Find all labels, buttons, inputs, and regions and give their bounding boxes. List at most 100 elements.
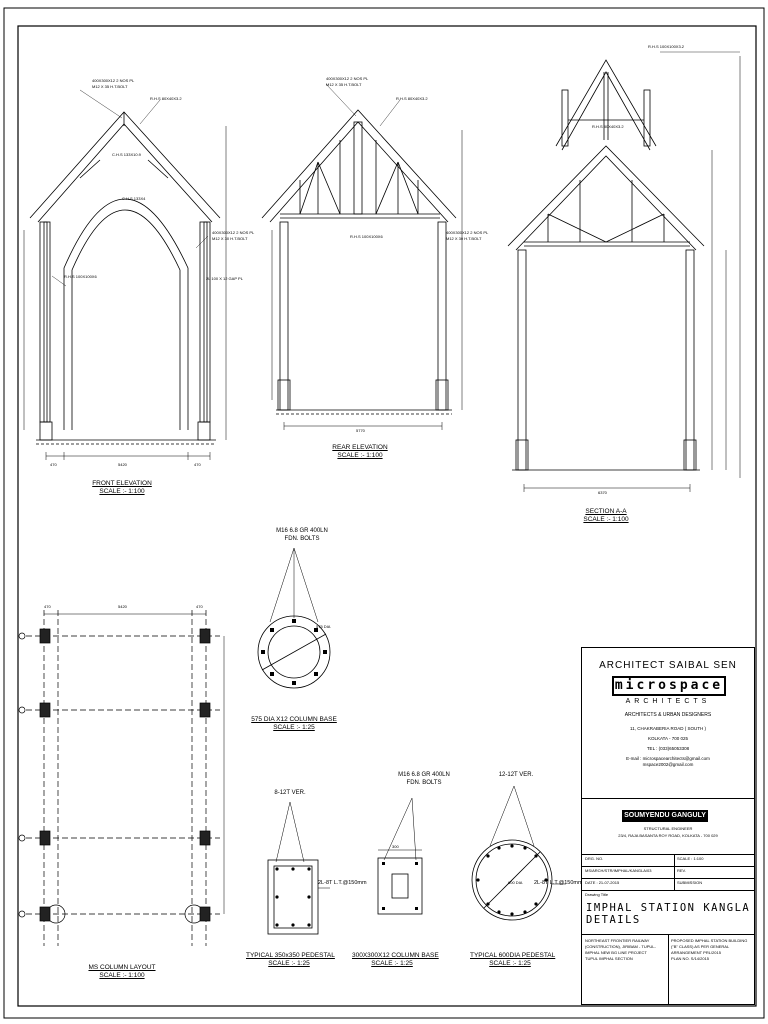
col-base-575-note-2: FDN. BOLTS	[284, 536, 320, 542]
rear-note-bolt: M12 X 35 H.T.BOLT	[326, 82, 362, 87]
layout-dim-1: 470	[44, 604, 51, 609]
drg-no-value: MS/ARCH/STR/IMPHAL/KANGLA/03	[585, 868, 652, 873]
col-base-575-scale: SCALE :- 1:25	[273, 724, 315, 731]
pedestal-600-side-note: 2L-8T L.T.@150mm	[534, 880, 583, 886]
col-base-300-caption: 300X300X12 COLUMN BASE SCALE :- 1:25	[352, 952, 439, 968]
front-note-rhs: R.H.S 80X40X3.2	[150, 96, 182, 101]
firm-address-2: KOLKATA - 700 025	[647, 736, 689, 741]
section-aa-scale: SCALE :- 1:100	[583, 516, 629, 523]
engineer-address: 23/4, RAJA BASANTA ROY ROAD, KOLKATA - 7…	[618, 833, 718, 838]
title-block: ARCHITECT SAIBAL SEN microspace ARCHITEC…	[581, 647, 755, 1005]
drg-submission: SUBMISSION	[677, 880, 703, 885]
pedestal-600-caption: TYPICAL 600DIA PEDESTAL SCALE :- 1:25	[470, 952, 556, 968]
architect-name: ARCHITECT SAIBAL SEN	[599, 660, 737, 671]
rear-note-plate: 400X300X12 2 NOS PL	[326, 76, 369, 81]
engineer-role: STRUCTURAL ENGINEER	[643, 826, 693, 831]
firm-sub: ARCHITECTS	[625, 698, 711, 705]
front-note-chs-2: C.H.S 133X4	[122, 196, 146, 201]
col-base-575-caption: 575 DIA X12 COLUMN BASE SCALE :- 1:25	[246, 716, 342, 732]
rear-note-rhs: R.H.S 80X40X3.2	[396, 96, 428, 101]
outer-border	[3, 7, 765, 1019]
client-line-2: (CONSTRUCTION), JIRIBAM - TUPUL-	[585, 944, 656, 949]
front-note-rhs-2: R.H.S 100X100X6	[64, 274, 97, 279]
rear-dim-width: 5770	[356, 428, 365, 433]
engineer-name: SOUMYENDU GANGULY	[622, 810, 708, 822]
rear-note-rhs-2: R.H.S 100X100X6	[350, 234, 383, 239]
firm-address-1: 11, CHAKRABERIA ROAD ( SOUTH )	[630, 726, 706, 731]
layout-dim-3: 470	[196, 604, 203, 609]
front-note-chs-1: C.H.S 133X10.9	[112, 152, 141, 157]
front-elevation-scale: SCALE :- 1:100	[99, 488, 145, 495]
section-note-rhs-2: R.H.S 80X40X3.2	[592, 124, 624, 129]
project-line-1: PROPOSED IMPHAL STATION BUILDING	[671, 938, 748, 943]
section-aa-drawing	[507, 51, 741, 492]
firm-email-2: mspace2002@gmail.com	[642, 762, 694, 767]
pedestal-350-side-note: 2L-8T L.T.@150mm	[318, 880, 367, 886]
col-base-575-dim: 575 DIA	[316, 624, 331, 629]
firm-logo-text: microspace	[614, 678, 724, 693]
ms-column-layout-scale: SCALE :- 1:100	[99, 972, 145, 979]
firm-logo: microspace	[612, 676, 726, 696]
col-base-300-title: 300X300X12 COLUMN BASE	[352, 952, 439, 959]
rear-elevation-drawing	[261, 83, 463, 430]
layout-dim-2: 5420	[118, 604, 127, 609]
col-base-300-dim: 300	[392, 844, 399, 849]
col-base-575-note-1: M16 6.8 GR 400LN	[276, 528, 328, 534]
front-elevation-title: FRONT ELEVATION	[92, 480, 152, 487]
ms-column-layout-caption: MS COLUMN LAYOUT SCALE :- 1:100	[86, 964, 158, 980]
pedestal-350-scale: SCALE :- 1:25	[268, 960, 310, 967]
rear-elevation-caption: REAR ELEVATION SCALE :- 1:100	[322, 444, 398, 460]
pedestal-350-caption: TYPICAL 350x350 PEDESTAL SCALE :- 1:25	[246, 952, 335, 968]
project-line-2: ("B" CLASS) AS PER GENERAL	[671, 944, 730, 949]
section-aa-title: SECTION A-A	[585, 508, 627, 515]
front-elevation-drawing	[23, 89, 227, 460]
pedestal-600-scale: SCALE :- 1:25	[489, 960, 531, 967]
drg-no-label: DRG. NO.	[585, 856, 604, 861]
client-line-3: IMPHAL NEW BG LINE PROJECT	[585, 950, 647, 955]
col-base-575-title: 575 DIA X12 COLUMN BASE	[251, 716, 337, 723]
drawing-title-label: Drawing Title	[585, 892, 609, 897]
front-note-plate: 400X300X12 2 NOS PL	[92, 78, 135, 83]
firm-email-1: E-mail : microspacearchitects@gmail.com	[626, 756, 710, 761]
front-elevation-caption: FRONT ELEVATION SCALE :- 1:100	[84, 480, 160, 496]
col-base-300-scale: SCALE :- 1:25	[371, 960, 413, 967]
front-dim-1: 470	[50, 462, 57, 467]
rear-note-plate-2: 400X300X12 2 NOS PL	[446, 230, 489, 235]
ms-column-layout-title: MS COLUMN LAYOUT	[88, 964, 156, 971]
section-dim-width: 6370	[598, 490, 607, 495]
rear-note-bolt-2: M12 X 30 H.T.BOLT	[446, 236, 482, 241]
front-note-bolt-2: M12 X 30 H.T.BOLT	[212, 236, 248, 241]
client-line-1: NORTHEAST FRONTIER RAILWAY	[585, 938, 650, 943]
front-dim-3: 470	[194, 462, 201, 467]
col-base-300-note-1: M16 6.8 GR 400LN	[398, 772, 450, 778]
front-note-bolt: M12 X 35 H.T.BOLT	[92, 84, 128, 89]
project-line-4: PLAN NO. S/14/2015	[671, 956, 710, 961]
pedestal-600-title: TYPICAL 600DIA PEDESTAL	[470, 952, 556, 959]
front-note-gap: 2L 100 X 12 GAP PL	[206, 276, 243, 281]
rear-elevation-scale: SCALE :- 1:100	[337, 452, 383, 459]
pedestal-350-top-note: 8-12T VER.	[274, 790, 306, 796]
section-note-rhs: R.H.S 100X100X3.2	[648, 44, 685, 49]
drg-scale: SCALE : 1:100	[677, 856, 704, 861]
client-line-4: TUPUL IMPHAL SECTION	[585, 956, 633, 961]
firm-phone: TEL : (033)65053308	[646, 746, 690, 751]
pedestal-350-title: TYPICAL 350x350 PEDESTAL	[246, 952, 335, 959]
rear-elevation-title: REAR ELEVATION	[332, 444, 388, 451]
drawing-title: IMPHAL STATION KANGLA DETAILS	[586, 902, 751, 926]
pedestal-350-drawing	[267, 801, 330, 935]
front-dim-2: 5420	[118, 462, 127, 467]
column-base-575-drawing	[257, 547, 331, 689]
drg-date: DATE : 21-07-2015	[585, 880, 620, 885]
front-note-plate-2: 400X300X12 2 NOS PL	[212, 230, 255, 235]
pedestal-600-top-note: 12-12T VER.	[498, 772, 534, 778]
drg-rev: REV.	[677, 868, 686, 873]
pedestal-600-drawing	[471, 785, 566, 921]
ms-column-layout-drawing	[18, 610, 225, 946]
section-aa-caption: SECTION A-A SCALE :- 1:100	[568, 508, 644, 524]
project-line-3: ARRANGEMENT PRL/2015	[671, 950, 721, 955]
pedestal-600-dim: 600 DIA	[508, 880, 523, 885]
firm-tagline: ARCHITECTS & URBAN DESIGNERS	[624, 712, 712, 718]
inner-border	[17, 25, 757, 1007]
